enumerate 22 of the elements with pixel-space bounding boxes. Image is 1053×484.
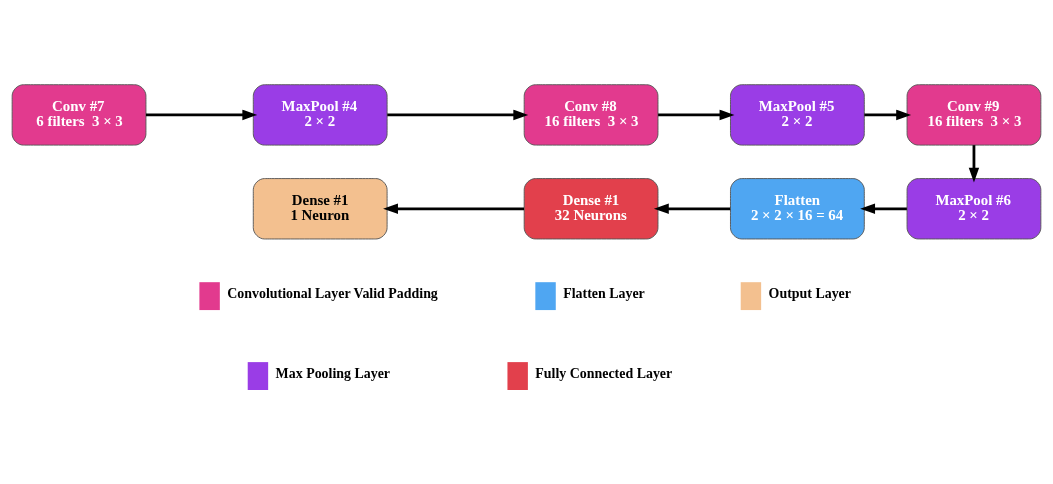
node-box: MaxPool #6 2 × 2 xyxy=(906,178,1042,240)
arrow xyxy=(864,109,912,121)
node-box: Flatten 2 × 2 × 16 = 64 xyxy=(730,178,865,240)
arrow xyxy=(653,203,731,214)
node-box: MaxPool #5 2 × 2 xyxy=(730,84,865,146)
node-box: Conv #9 16 filters 3 × 3 xyxy=(906,84,1042,146)
node-box: Conv #7 6 filters 3 × 3 xyxy=(11,84,147,146)
legend-label: Flatten Layer xyxy=(563,286,645,302)
node-box: MaxPool #4 2 × 2 xyxy=(252,84,388,146)
legend-label: Max Pooling Layer xyxy=(275,366,391,382)
node-box: Dense #1 32 Neurons xyxy=(523,178,659,240)
arrow xyxy=(146,109,258,121)
arrow xyxy=(968,145,980,183)
legend-label: Convolutional Layer Valid Padding xyxy=(227,286,438,302)
legend-label: Output Layer xyxy=(768,286,851,302)
arrow xyxy=(658,109,735,121)
arrow xyxy=(387,109,529,121)
legend-label: Fully Connected Layer xyxy=(535,366,673,382)
arrow xyxy=(383,203,524,214)
node-box: Dense #1 1 Neuron xyxy=(252,178,388,240)
arrow xyxy=(860,203,907,214)
node-box: Conv #8 16 filters 3 × 3 xyxy=(523,84,659,146)
